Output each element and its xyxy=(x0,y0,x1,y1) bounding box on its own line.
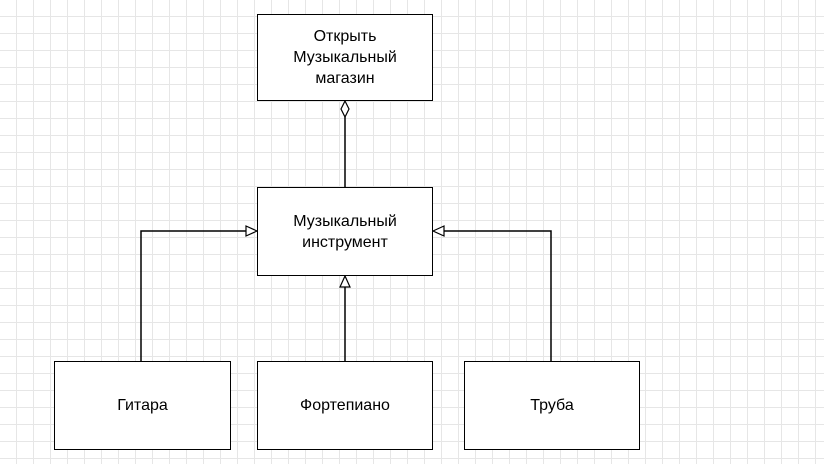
guitar-node[interactable]: Гитара xyxy=(54,361,231,450)
piano-node-label: Фортепиано xyxy=(300,397,390,414)
instrument-node[interactable]: Музыкальный инструмент xyxy=(257,187,433,276)
instrument-node-label: Музыкальный инструмент xyxy=(293,212,397,251)
store-node[interactable]: Открыть Музыкальный магазин xyxy=(257,14,433,101)
trumpet-node-label: Труба xyxy=(530,397,574,414)
aggregation-connector[interactable] xyxy=(340,99,350,187)
piano-node[interactable]: Фортепиано xyxy=(257,361,433,450)
piano-generalization-connector[interactable] xyxy=(339,274,351,361)
inheritance-arrow-icon xyxy=(339,274,351,288)
trumpet-generalization-connector[interactable] xyxy=(431,225,552,361)
trumpet-node[interactable]: Труба xyxy=(464,361,640,450)
store-node-label: Открыть Музыкальный магазин xyxy=(293,28,397,87)
guitar-node-label: Гитара xyxy=(117,397,168,414)
aggregation-diamond-icon xyxy=(340,99,350,119)
inheritance-arrow-icon xyxy=(431,225,445,237)
guitar-generalization-connector[interactable] xyxy=(140,225,259,361)
inheritance-arrow-icon xyxy=(245,225,259,237)
